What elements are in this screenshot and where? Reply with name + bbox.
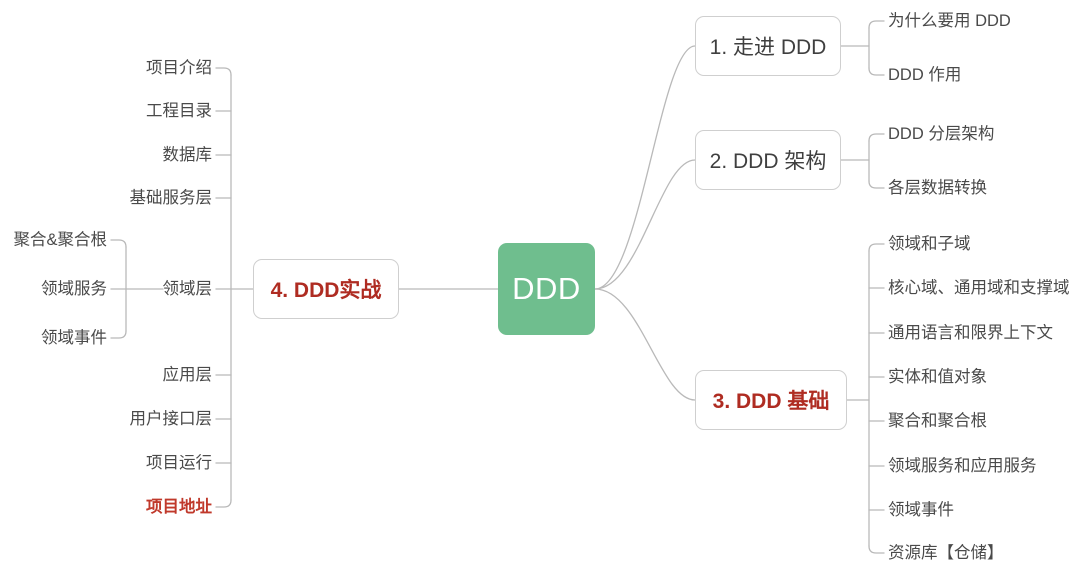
- leaf-b3-2[interactable]: 通用语言和限界上下文: [888, 323, 1053, 342]
- leaf-b2-1[interactable]: 各层数据转换: [888, 178, 987, 197]
- branch-node-3[interactable]: 3. DDD 基础: [695, 370, 847, 430]
- leaf-b4-4-1[interactable]: 领域服务: [41, 279, 107, 298]
- leaf-b4-4-0[interactable]: 聚合&聚合根: [13, 230, 107, 249]
- leaf-b3-0[interactable]: 领域和子域: [888, 234, 971, 253]
- leaf-b4-2[interactable]: 数据库: [162, 145, 213, 164]
- leaf-b3-4[interactable]: 聚合和聚合根: [888, 411, 987, 430]
- leaf-b4-4[interactable]: 领域层: [162, 279, 213, 298]
- leaf-b4-1[interactable]: 工程目录: [146, 101, 212, 120]
- leaf-b1-0[interactable]: 为什么要用 DDD: [888, 11, 1011, 30]
- branch-2-label: 2. DDD 架构: [709, 150, 827, 173]
- branch-1-label: 1. 走进 DDD: [709, 36, 827, 59]
- leaf-b4-7[interactable]: 项目运行: [146, 453, 212, 472]
- branch-4-label: 4. DDD实战: [270, 279, 382, 302]
- leaf-b4-3[interactable]: 基础服务层: [129, 188, 213, 207]
- leaf-b4-8[interactable]: 项目地址: [146, 497, 212, 516]
- leaf-b3-7[interactable]: 资源库【仓储】: [888, 543, 1004, 562]
- branch-3-label: 3. DDD 基础: [712, 390, 830, 413]
- root-label: DDD: [512, 271, 581, 306]
- branch-node-1[interactable]: 1. 走进 DDD: [695, 16, 841, 76]
- leaf-b4-4-2[interactable]: 领域事件: [41, 328, 107, 347]
- leaf-b2-0[interactable]: DDD 分层架构: [888, 124, 995, 143]
- leaf-b4-0[interactable]: 项目介绍: [146, 58, 212, 77]
- leaf-b1-1[interactable]: DDD 作用: [888, 65, 962, 84]
- leaf-b4-5[interactable]: 应用层: [162, 365, 213, 384]
- branch-node-2[interactable]: 2. DDD 架构: [695, 130, 841, 190]
- leaf-b3-6[interactable]: 领域事件: [888, 500, 954, 519]
- leaf-b4-6[interactable]: 用户接口层: [129, 409, 213, 428]
- branch-node-4[interactable]: 4. DDD实战: [253, 259, 399, 319]
- leaf-b3-1[interactable]: 核心域、通用域和支撑域: [888, 278, 1070, 297]
- leaf-b3-5[interactable]: 领域服务和应用服务: [888, 456, 1037, 475]
- root-node[interactable]: DDD: [498, 243, 595, 335]
- leaf-b3-3[interactable]: 实体和值对象: [888, 367, 987, 386]
